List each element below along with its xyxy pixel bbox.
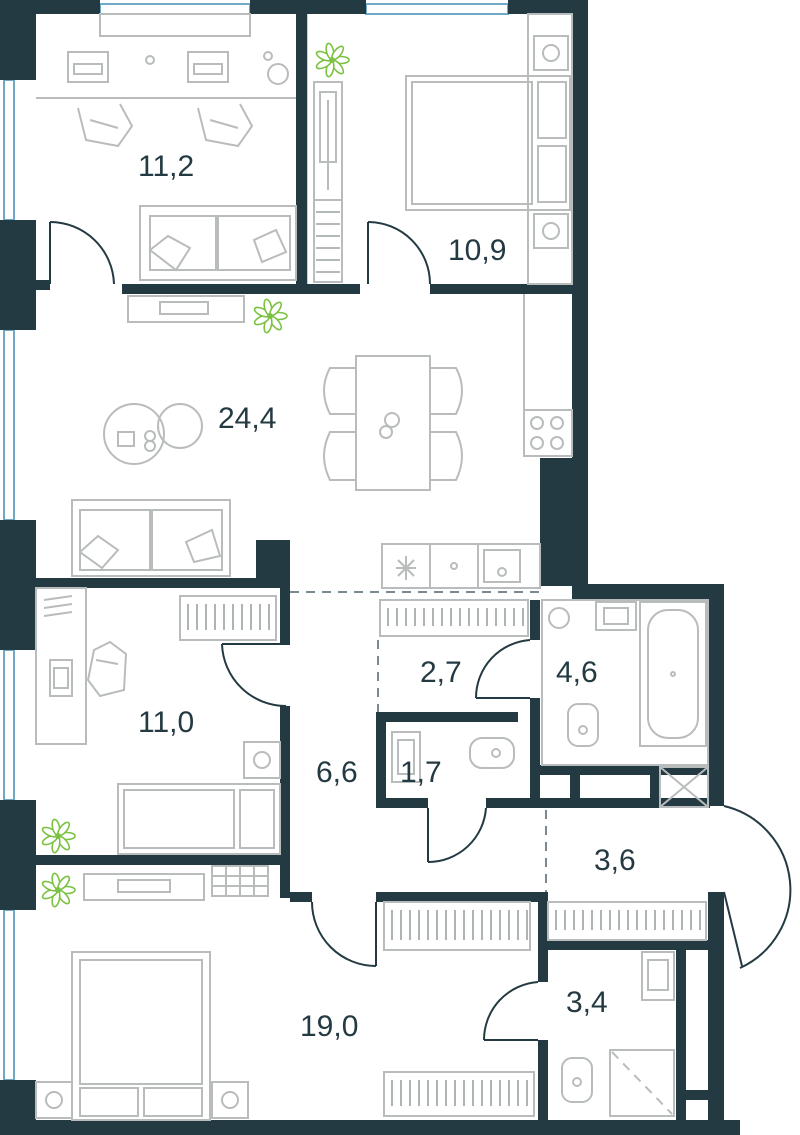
zone-dividers	[290, 591, 547, 892]
bed-icon	[71, 951, 211, 1121]
room-area-living-kitchen: 24,4	[218, 402, 276, 435]
partitions	[36, 13, 709, 766]
shower-room-furniture	[561, 951, 675, 1117]
bed-icon	[405, 75, 571, 211]
hob-icon	[523, 409, 573, 457]
plant-icon	[253, 298, 288, 334]
room-area-bedroom-north: 10,9	[448, 234, 506, 267]
sofa-icon	[139, 205, 297, 281]
bed-icon	[117, 783, 281, 855]
bathtub-icon	[639, 601, 707, 747]
plants	[41, 42, 350, 908]
desk-chair-icon	[197, 103, 254, 148]
room-area-wc: 1,7	[400, 756, 442, 789]
interior-walls	[36, 14, 710, 1120]
plant-icon	[41, 818, 76, 854]
desk-chair-icon	[86, 640, 128, 698]
sofa-icon	[71, 499, 231, 577]
room-area-shower-room: 3,4	[566, 986, 608, 1019]
room-area-study-north: 11,2	[138, 150, 194, 183]
wardrobe-hatching	[187, 604, 701, 1106]
toilet-icon	[561, 1057, 593, 1103]
doors	[49, 221, 792, 1041]
bedroom-north-furniture	[313, 35, 571, 283]
desk-chair-icon	[77, 103, 134, 148]
exterior-walls	[0, 0, 740, 1135]
room-area-bedroom-south: 19,0	[300, 1010, 358, 1043]
plant-icon	[41, 872, 76, 908]
study-north-furniture	[67, 51, 297, 323]
room-area-hallway: 6,6	[316, 756, 358, 789]
room-area-bathroom: 4,6	[556, 656, 598, 689]
living-furniture	[71, 355, 573, 589]
plant-icon	[315, 42, 350, 78]
room-area-study-west: 11,0	[138, 706, 194, 739]
toilet-icon	[469, 737, 515, 769]
wardrobes	[179, 595, 707, 1117]
dining-table-icon	[323, 355, 463, 491]
room-area-wardrobe-niche: 2,7	[420, 656, 462, 689]
bathroom-furniture	[548, 601, 709, 808]
room-labels: 11,2 10,9 24,4 2,7 4,6 11,0 6,6 1,7 3,6 …	[138, 150, 636, 1043]
bedroom-south-furniture	[35, 865, 269, 1121]
study-west-furniture	[35, 587, 281, 855]
shower-tray-icon	[609, 1049, 675, 1117]
wc-furniture	[391, 731, 515, 783]
sink-icon	[483, 549, 521, 583]
toilet-icon	[567, 703, 599, 747]
room-area-corridor: 3,6	[594, 844, 636, 877]
